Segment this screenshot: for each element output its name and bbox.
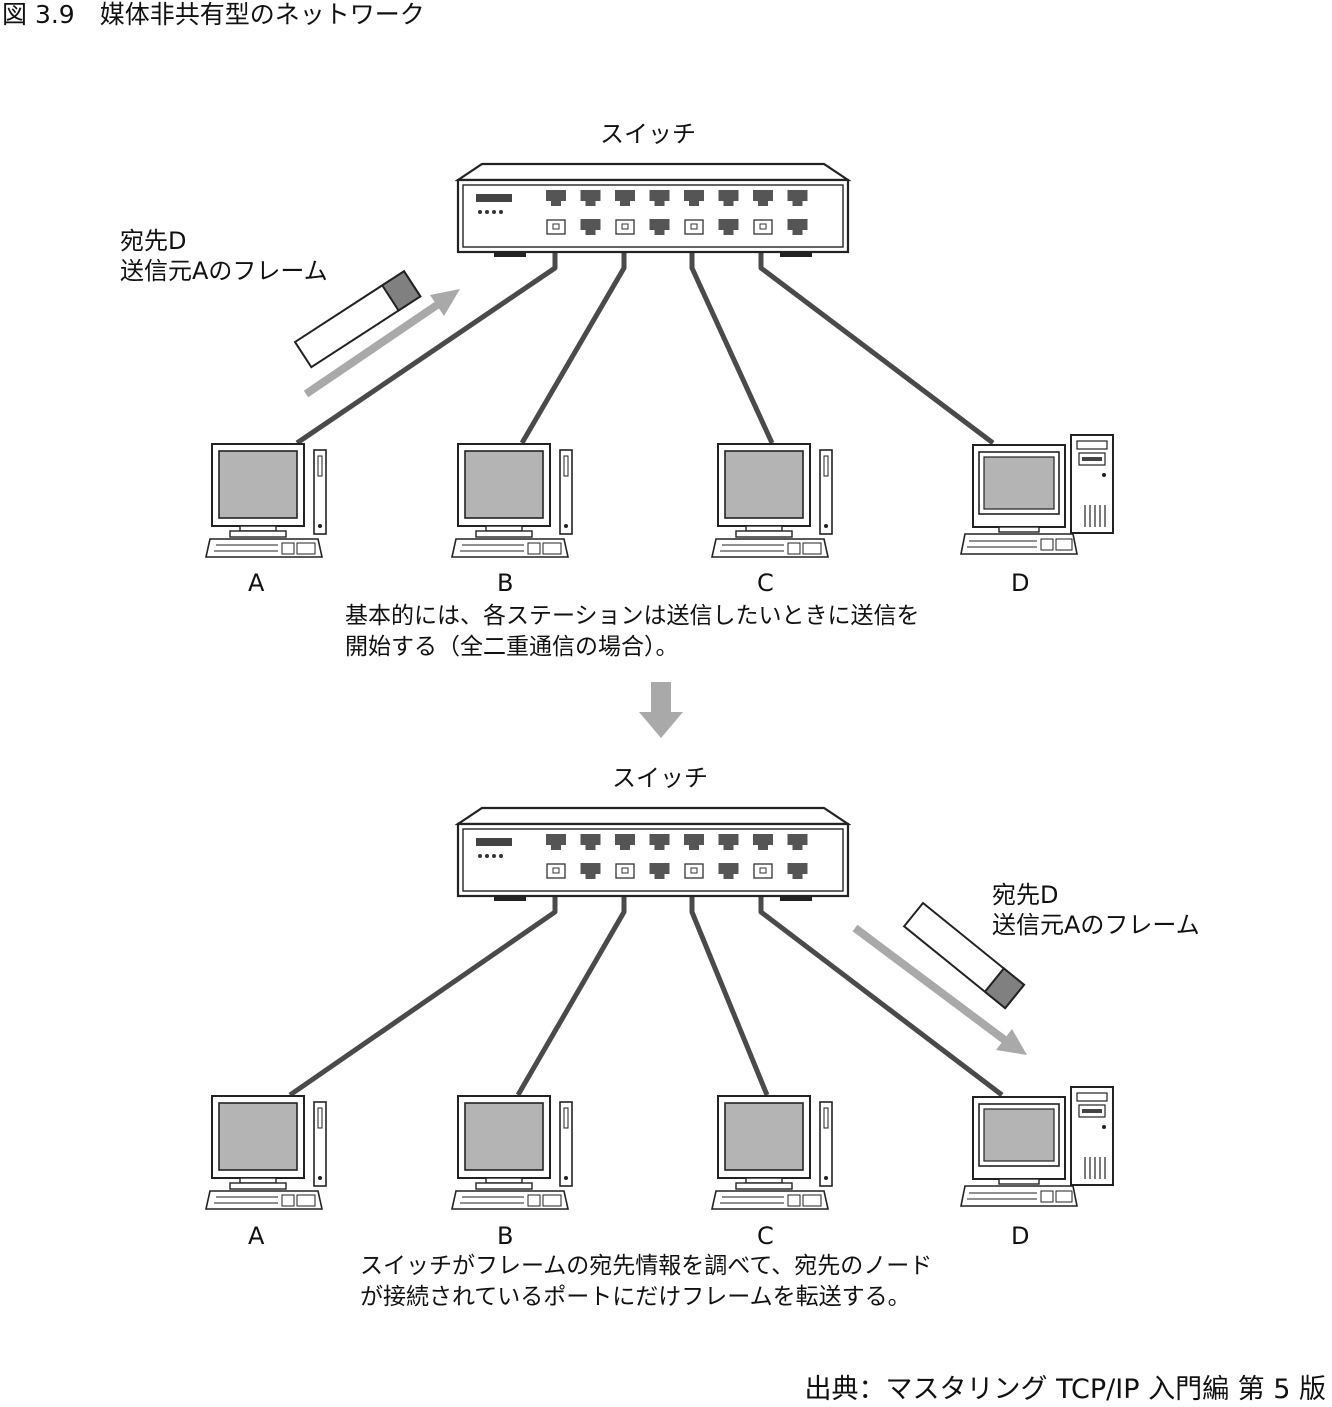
desktop-pc-icon [205,1095,327,1210]
tower-pc-icon [960,434,1114,555]
transition-arrow-icon [639,682,683,738]
station-label-c-top: C [757,569,774,597]
desktop-pc-icon [711,443,833,558]
desktop-pc-icon [451,443,573,558]
station-label-a-top: A [248,569,265,597]
frame-label-bottom-line2: 送信元Aのフレーム [992,911,1200,939]
network-switch-icon [456,162,850,259]
caption-bottom-line1: スイッチがフレームの宛先情報を調べて、宛先のノード [360,1253,933,1279]
station-label-b-top: B [497,569,514,597]
figure-source: 出典：マスタリング TCP/IP 入門編 第 5 版 [804,1374,1326,1405]
desktop-pc-icon [451,1095,573,1210]
cables-top [295,232,995,446]
station-label-d-bottom: D [1011,1222,1030,1250]
ethernet-frame-icon [903,902,1026,1010]
frame-label-top-line2: 送信元Aのフレーム [120,257,328,285]
network-switch-icon [456,806,850,903]
switch-label-top: スイッチ [600,120,696,148]
caption-top-line1: 基本的には、各ステーションは送信したいときに送信を [345,603,920,629]
station-label-b-bottom: B [497,1222,514,1250]
desktop-pc-icon [711,1095,833,1210]
caption-bottom-line2: が接続されているポートにだけフレームを転送する。 [360,1284,911,1310]
frame-label-top-line1: 宛先D [120,227,187,255]
station-label-c-bottom: C [757,1222,774,1250]
tower-pc-icon [960,1086,1114,1207]
ethernet-frame-icon [294,270,422,369]
flow-arrow-icon [303,289,460,398]
flow-arrow-icon [852,924,1027,1055]
caption-top-line2: 開始する（全二重通信の場合）。 [345,634,679,660]
desktop-pc-icon [205,443,327,558]
switch-label-bottom: スイッチ [612,764,708,792]
figure-title: 図 3.9 媒体非共有型のネットワーク [2,0,425,29]
station-label-a-bottom: A [248,1222,265,1250]
cables-bottom [288,876,1004,1098]
station-label-d-top: D [1011,569,1030,597]
frame-label-bottom-line1: 宛先D [992,881,1059,909]
